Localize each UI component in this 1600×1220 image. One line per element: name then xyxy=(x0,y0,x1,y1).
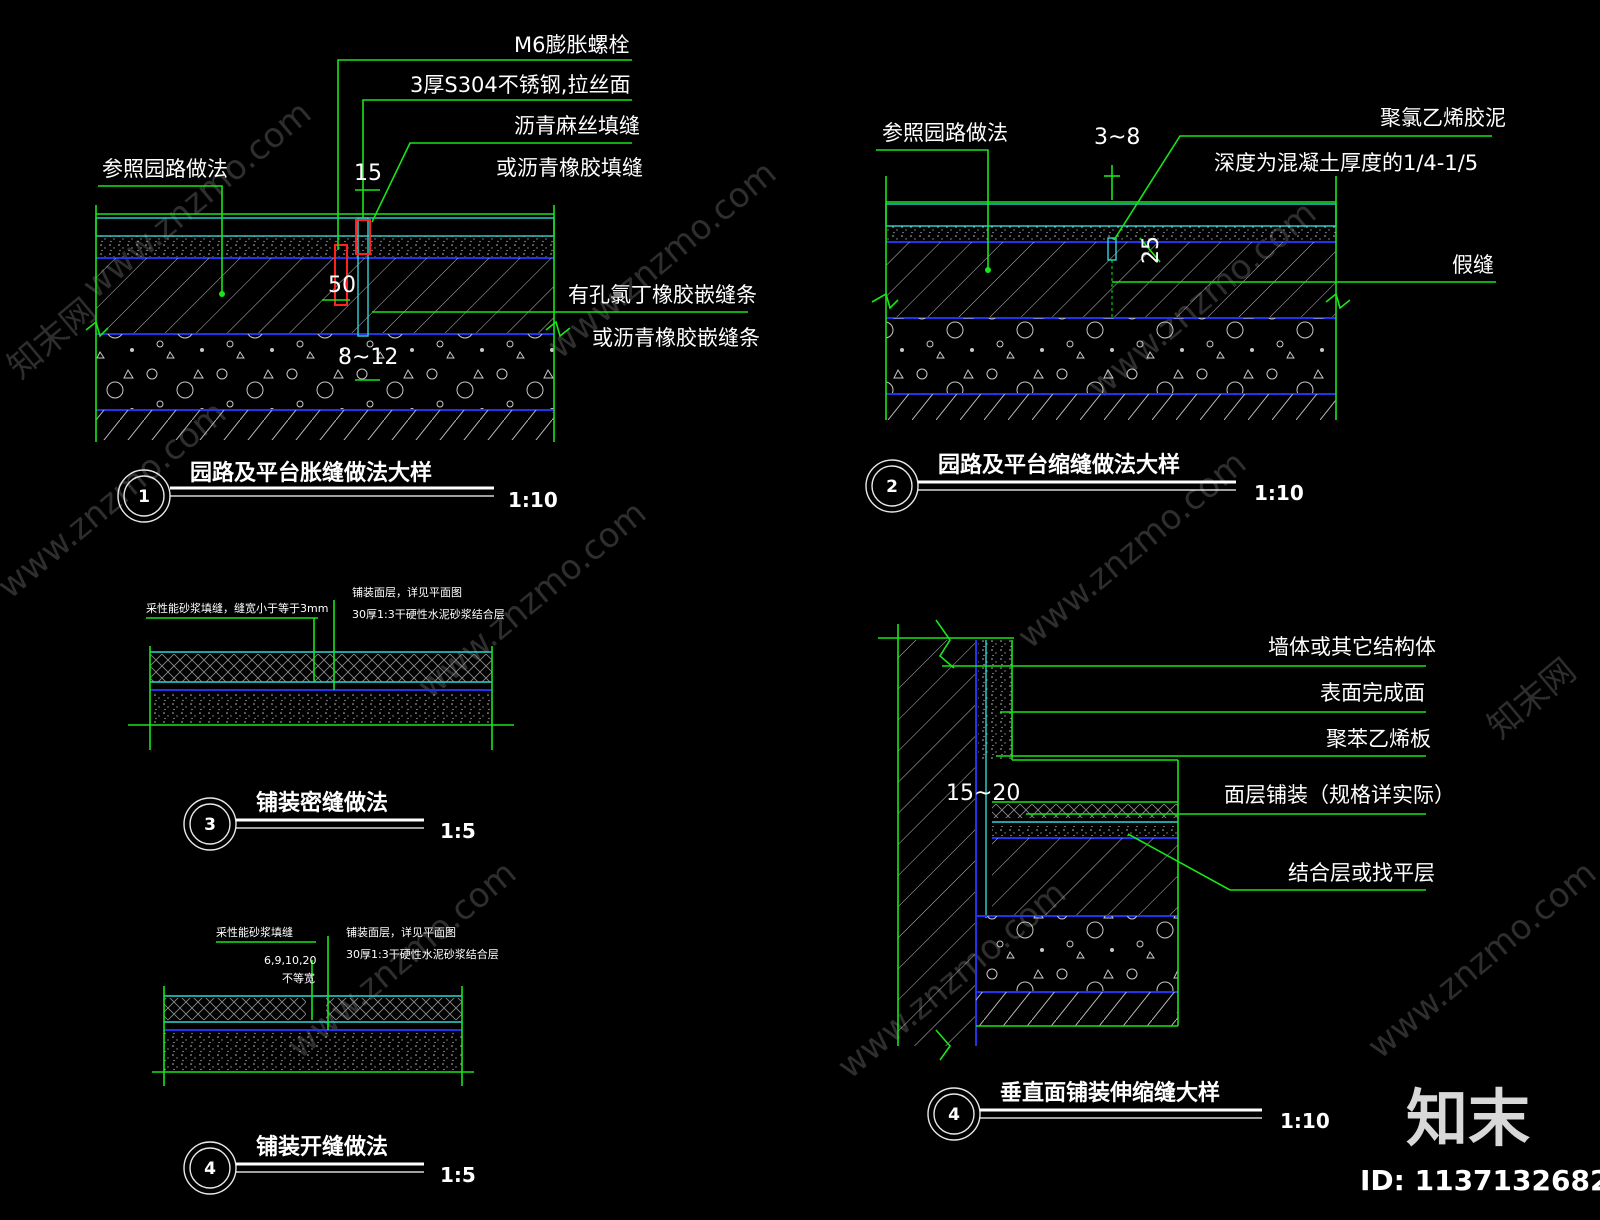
dim-25: 25 xyxy=(1139,236,1164,264)
detail-scale: 1:10 xyxy=(1254,481,1304,505)
detail-number: 4 xyxy=(204,1159,216,1179)
detail-title: 铺装开缝做法 xyxy=(256,1134,388,1160)
detail-contraction-joint: 参照园路做法 聚氯乙烯胶泥 深度为混凝土厚度的1/4-1/5 假缝 3~8 25… xyxy=(865,106,1506,513)
detail-title: 铺装密缝做法 xyxy=(256,790,388,816)
label-asphalt-strip: 或沥青橡胶嵌缝条 xyxy=(592,326,760,350)
label-ref-path: 参照园路做法 xyxy=(882,121,1008,145)
asset-id: ID: 1137132682 xyxy=(1360,1164,1600,1197)
detail-closed-joint: 采性能砂浆填缝，缝宽小于等于3mm 铺装面层，详见平面图 30厚1:3干硬性水泥… xyxy=(128,585,514,851)
detail-number: 4 xyxy=(948,1105,960,1125)
dim-15: 15 xyxy=(354,161,382,186)
watermark-text: www.znzmo.com xyxy=(1360,853,1600,1067)
label-ref-path: 参照园路做法 xyxy=(102,157,228,181)
label-false-joint: 假缝 xyxy=(1452,253,1494,277)
dim-50: 50 xyxy=(328,273,356,298)
label-paving-layer: 面层铺装（规格详实际） xyxy=(1224,783,1455,807)
label-eps-board: 聚苯乙烯板 xyxy=(1326,727,1431,751)
label-grout: 采性能砂浆填缝 xyxy=(216,925,293,939)
detail-title: 园路及平台缩缝做法大样 xyxy=(938,452,1180,478)
label-neoprene-strip: 有孔氯丁橡胶嵌缝条 xyxy=(568,283,757,307)
label-bolt: M6膨胀螺栓 xyxy=(514,33,629,57)
label-bond-layer: 结合层或找平层 xyxy=(1288,861,1435,885)
dim-3-8: 3~8 xyxy=(1094,125,1140,150)
watermark-text-cn: 知末网 xyxy=(0,291,104,387)
detail-expansion-joint: M6膨胀螺栓 3厚S304不锈钢,拉丝面 沥青麻丝填缝 或沥青橡胶填缝 参照园路… xyxy=(85,33,760,523)
detail-number: 2 xyxy=(886,477,898,497)
watermark-text-cn: 知末网 xyxy=(1480,651,1584,747)
label-paving: 铺装面层，详见平面图 xyxy=(352,585,462,599)
label-bedding: 30厚1:3干硬性水泥砂浆结合层 xyxy=(346,947,499,961)
brand-logo: 知末 xyxy=(1406,1082,1530,1155)
dim-8-12: 8~12 xyxy=(338,345,398,370)
detail-open-joint: 采性能砂浆填缝 铺装面层，详见平面图 30厚1:3干硬性水泥砂浆结合层 6,9,… xyxy=(152,925,499,1195)
label-wall: 墙体或其它结构体 xyxy=(1268,635,1436,659)
label-uneven: 不等宽 xyxy=(282,971,315,985)
label-joint-widths: 6,9,10,20 xyxy=(264,954,316,967)
label-bedding: 30厚1:3干硬性水泥砂浆结合层 xyxy=(352,607,505,621)
label-asphalt-hemp: 沥青麻丝填缝 xyxy=(514,114,640,138)
dim-15-20: 15~20 xyxy=(946,781,1020,806)
label-asphalt-rubber: 或沥青橡胶填缝 xyxy=(496,156,643,180)
brand-block: 知末 ID: 1137132682 xyxy=(1360,1082,1600,1197)
label-grout: 采性能砂浆填缝，缝宽小于等于3mm xyxy=(146,601,328,615)
detail-number: 3 xyxy=(204,815,216,835)
detail-vertical-joint: 墙体或其它结构体 表面完成面 聚苯乙烯板 面层铺装（规格详实际） 结合层或找平层… xyxy=(878,619,1455,1141)
detail-scale: 1:10 xyxy=(508,488,558,512)
label-paving: 铺装面层，详见平面图 xyxy=(346,925,456,939)
label-steel-plate: 3厚S304不锈钢,拉丝面 xyxy=(410,73,630,97)
label-finish-face: 表面完成面 xyxy=(1320,681,1425,705)
detail-scale: 1:5 xyxy=(440,1163,476,1187)
detail-title: 垂直面铺装伸缩缝大样 xyxy=(1000,1080,1220,1106)
label-depth: 深度为混凝土厚度的1/4-1/5 xyxy=(1214,151,1478,175)
detail-scale: 1:5 xyxy=(440,819,476,843)
label-pvc-mastic: 聚氯乙烯胶泥 xyxy=(1380,106,1506,130)
detail-title: 园路及平台胀缝做法大样 xyxy=(190,460,432,486)
detail-scale: 1:10 xyxy=(1280,1109,1330,1133)
detail-number: 1 xyxy=(138,487,150,507)
